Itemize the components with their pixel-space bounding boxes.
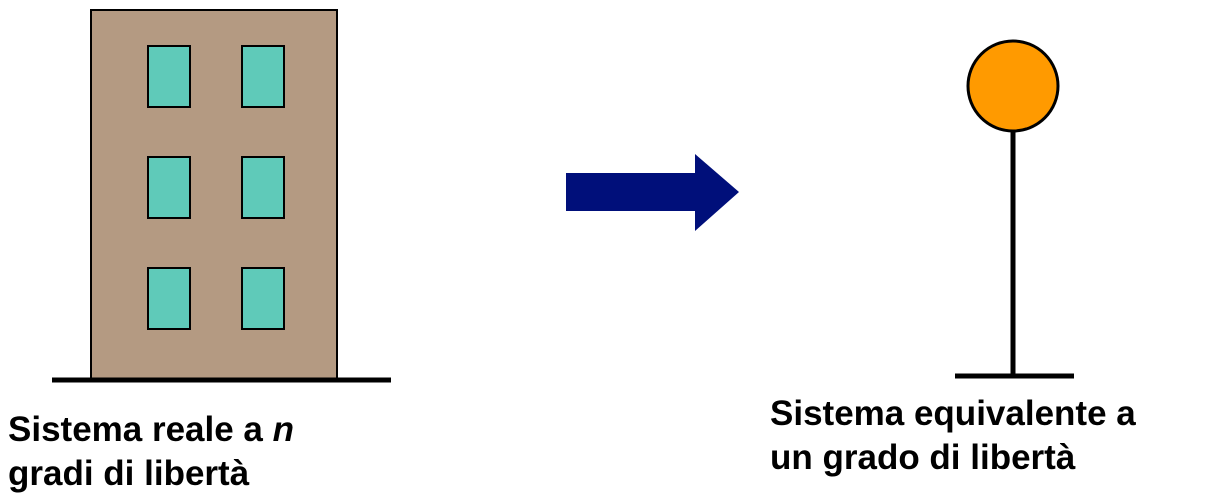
arrow-shape bbox=[566, 154, 739, 231]
equivalent-system-caption: Sistema equivalente a un grado di libert… bbox=[770, 392, 1136, 480]
equivalent-system-caption-line2: un grado di libertà bbox=[770, 438, 1076, 477]
real-system-caption-line1: Sistema reale a n bbox=[8, 408, 294, 452]
single-dof-oscillator-icon bbox=[955, 39, 1074, 379]
building-window bbox=[147, 267, 191, 330]
building-window bbox=[241, 45, 285, 108]
real-system-caption-prefix: Sistema reale a bbox=[8, 410, 273, 449]
right-arrow-icon bbox=[566, 154, 739, 231]
building-window bbox=[147, 45, 191, 108]
building-icon bbox=[52, 9, 391, 383]
real-system-caption: Sistema reale a n gradi di libertà bbox=[8, 408, 294, 496]
building-wall bbox=[90, 9, 338, 381]
dof-variable: n bbox=[272, 410, 295, 449]
oscillator-mass bbox=[966, 39, 1060, 133]
equivalent-system-caption-line1: Sistema equivalente a bbox=[770, 394, 1136, 433]
building-window bbox=[147, 156, 191, 219]
real-system-caption-line2: gradi di libertà bbox=[8, 454, 250, 493]
building-window bbox=[241, 267, 285, 330]
building-window bbox=[241, 156, 285, 219]
